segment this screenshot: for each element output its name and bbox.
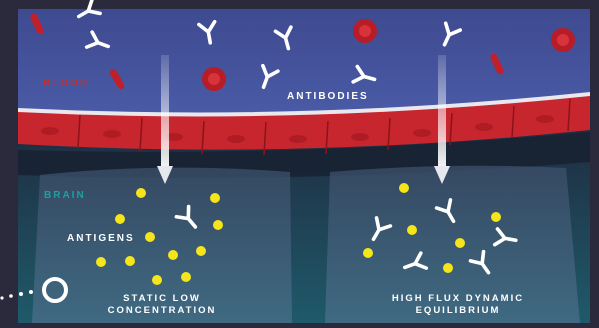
antigen-dot — [363, 248, 373, 258]
antigen-dot — [145, 232, 155, 242]
antigen-dot — [168, 250, 178, 260]
high-flux-dynamic-equilibrium-label: HIGH FLUX DYNAMIC EQUILIBRIUM — [378, 293, 538, 317]
static-low-line2: CONCENTRATION — [92, 305, 232, 317]
antigen-dot — [213, 220, 223, 230]
antigens-label: ANTIGENS — [67, 233, 135, 244]
antigen-dot — [115, 214, 125, 224]
red-blood-cell — [202, 67, 226, 91]
high-flux-line1: HIGH FLUX DYNAMIC — [378, 293, 538, 305]
antigen-dot — [136, 188, 146, 198]
antigen-dot — [196, 246, 206, 256]
antigen-dot — [152, 275, 162, 285]
antigen-dot — [125, 256, 135, 266]
antibodies-label: ANTIBODIES — [287, 91, 369, 102]
antigen-dot — [491, 212, 501, 222]
static-low-line1: STATIC LOW — [92, 293, 232, 305]
antigen-dot — [210, 193, 220, 203]
blood-label: BLOOD — [43, 78, 89, 89]
red-blood-cell — [551, 28, 575, 52]
brain-label: BRAIN — [44, 190, 86, 201]
antigen-dot — [455, 238, 465, 248]
static-low-concentration-label: STATIC LOW CONCENTRATION — [92, 293, 232, 317]
antigen-dot — [407, 225, 417, 235]
red-blood-cell — [353, 19, 377, 43]
antigen-dot — [399, 183, 409, 193]
antigen-dot — [181, 272, 191, 282]
high-flux-line2: EQUILIBRIUM — [378, 305, 538, 317]
antigen-dot — [96, 257, 106, 267]
antigen-dot — [443, 263, 453, 273]
